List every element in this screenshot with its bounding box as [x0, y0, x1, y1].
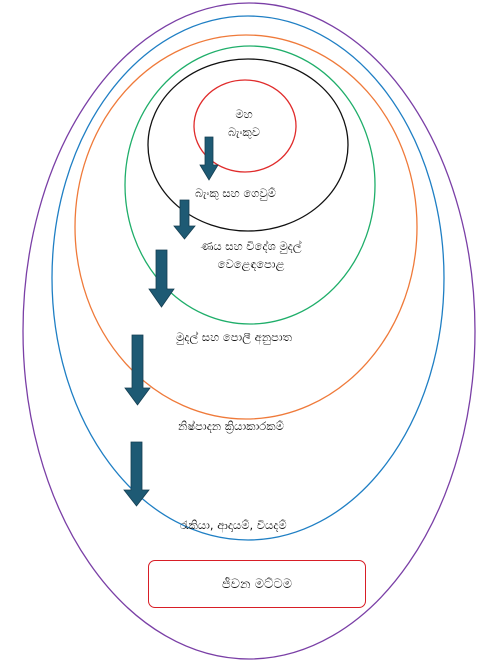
- label-central-bank: මහ බැංකුව: [222, 105, 266, 141]
- label-debt-forex-line2: වෙළෙඳපොළ: [217, 257, 285, 271]
- arrow-down-5: [123, 441, 150, 507]
- ellipse-blue: [51, 15, 445, 541]
- label-production: නිෂ්පාදන ක්‍රියාකාරකම්: [178, 419, 284, 433]
- ellipse-red-inner: [193, 79, 297, 173]
- arrow-down-2: [173, 199, 196, 240]
- arrow-down-4: [124, 334, 151, 406]
- ellipse-black: [147, 58, 349, 232]
- living-standard-box: ජීවන මට්ටම: [148, 560, 366, 608]
- label-money-interest: මුදල් සහ පොලී අනුපාත: [176, 330, 292, 344]
- label-debt-forex: ණය සහ විදේශ මුදල් වෙළෙඳපොළ: [176, 237, 326, 273]
- ellipse-green: [124, 45, 376, 325]
- label-central-bank-line2: බැංකුව: [228, 125, 260, 139]
- ellipse-orange: [74, 34, 418, 420]
- label-central-bank-line1: මහ: [235, 107, 253, 121]
- arrow-down-3: [148, 249, 175, 308]
- arrow-down-1: [199, 136, 219, 181]
- ellipse-purple-outer: [22, 2, 476, 660]
- label-debt-forex-line1: ණය සහ විදේශ මුදල්: [200, 239, 302, 253]
- label-bank-transactions: බැංකු සහ ගෙවුම්: [195, 186, 276, 200]
- living-standard-label: ජීවන මට්ටම: [221, 576, 293, 592]
- label-employment: රැකියා, ආදායම්, වියදම්: [180, 518, 287, 532]
